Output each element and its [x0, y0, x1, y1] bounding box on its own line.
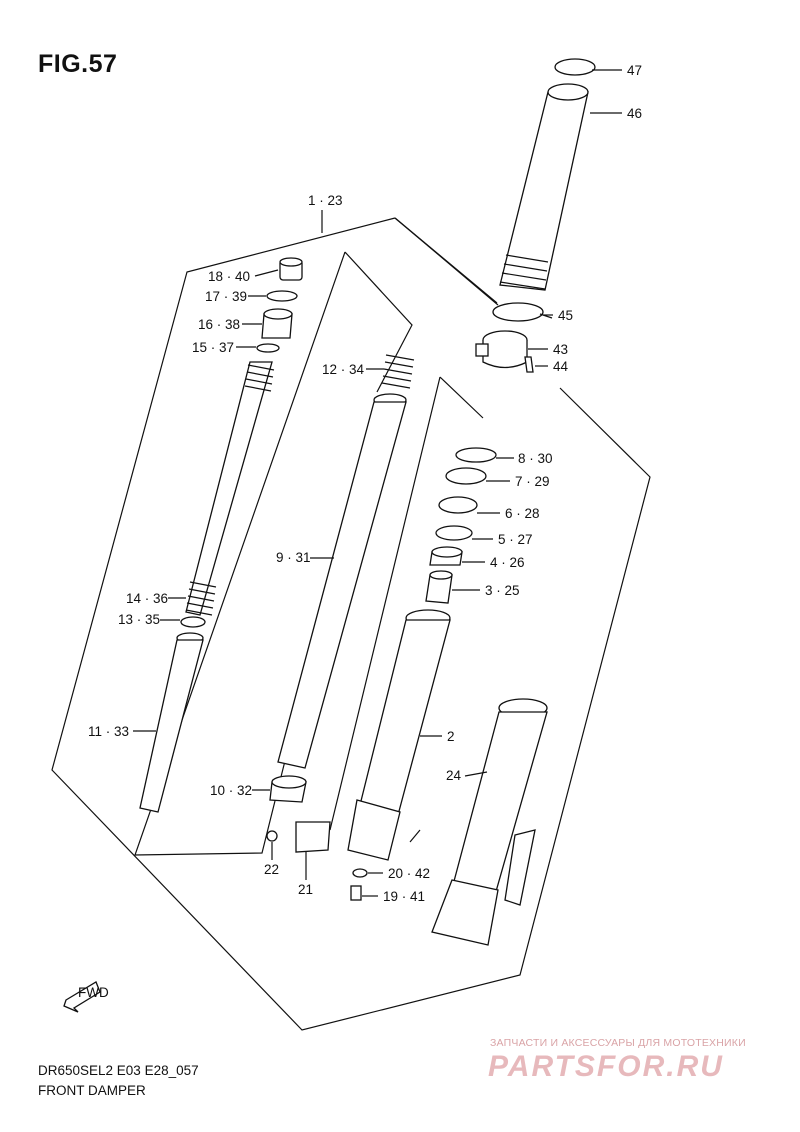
- callout-c24: 24: [446, 768, 462, 783]
- ring-part-8: [455, 447, 497, 463]
- callout-c12_34: 12 · 34: [322, 362, 365, 377]
- fork-part-43: [475, 330, 528, 369]
- watermark-tagline: ЗАПЧАСТИ И АКСЕССУАРЫ ДЛЯ МОТОТЕХНИКИ: [490, 1037, 746, 1049]
- callout-c45: 45: [558, 308, 573, 323]
- callout-c3_25: 3 · 25: [485, 583, 520, 598]
- callout-c17_39: 17 · 39: [205, 289, 247, 304]
- seal-part-6: [438, 496, 478, 514]
- ring-part-17: [266, 290, 298, 302]
- seal-part-7: [445, 467, 487, 485]
- callout-c2: 2: [447, 729, 455, 744]
- fwd-arrow-icon: FWD: [63, 981, 109, 1013]
- callout-c10_32: 10 · 32: [210, 783, 252, 798]
- washer-part-5: [435, 525, 473, 541]
- callout-c1_23: 1 · 23: [308, 193, 343, 208]
- collar-part-10: [269, 775, 307, 803]
- leader-lines: [133, 69, 622, 897]
- cap-part-18: [279, 257, 303, 281]
- callout-c5_27: 5 · 27: [498, 532, 533, 547]
- damper-rod: [185, 361, 275, 616]
- callout-labels: 47 46 1 · 23 18 · 40 17 · 39 16 · 38 15 · 37 12…: [88, 63, 642, 904]
- fitting-part-21: [295, 821, 331, 853]
- callout-c20_42: 20 · 42: [388, 866, 430, 881]
- leader-line-c24: [464, 771, 488, 777]
- outer-tube-part-2: [347, 609, 451, 861]
- pipe-part-11: [139, 632, 204, 813]
- callout-c14_36: 14 · 36: [126, 591, 168, 606]
- figure-title: FIG.57: [38, 50, 118, 78]
- callout-c8_30: 8 · 30: [518, 451, 553, 466]
- callout-c21: 21: [298, 882, 313, 897]
- outer-tube-part-24: [431, 698, 548, 946]
- watermark-logo: PARTSFOR.RU: [488, 1050, 724, 1083]
- assembly-frame-outline: [51, 217, 651, 1031]
- callout-c46: 46: [627, 106, 642, 121]
- sleeve-part-16: [261, 308, 293, 339]
- callout-c9_31: 9 · 31: [276, 550, 311, 565]
- fwd-label: FWD: [78, 985, 109, 1000]
- washer-part-13: [180, 616, 206, 628]
- callout-c16_38: 16 · 38: [198, 317, 240, 332]
- callout-c7_29: 7 · 29: [515, 474, 550, 489]
- figure-name: FRONT DAMPER: [38, 1083, 146, 1098]
- inner-tube-part-9: [277, 393, 407, 769]
- callout-c18_40: 18 · 40: [208, 269, 250, 284]
- callout-c11_33: 11 · 33: [88, 724, 129, 739]
- spring-part-14: [185, 581, 217, 616]
- clamp-part-45: [492, 302, 553, 322]
- callout-c47: 47: [627, 63, 642, 78]
- callout-c6_28: 6 · 28: [505, 506, 540, 521]
- bushing-part-3: [425, 570, 453, 604]
- callout-c15_37: 15 · 37: [192, 340, 234, 355]
- callout-c19_41: 19 · 41: [383, 889, 425, 904]
- nut-part-22: [266, 830, 278, 842]
- callout-c13_35: 13 · 35: [118, 612, 160, 627]
- model-code: DR650SEL2 E03 E28_057: [38, 1063, 199, 1078]
- bushing-part-4: [429, 546, 463, 566]
- callout-c43: 43: [553, 342, 568, 357]
- callout-c22: 22: [264, 862, 279, 877]
- dust-boot-part-46: [499, 58, 596, 291]
- callout-c44: 44: [553, 359, 569, 374]
- callout-c4_26: 4 · 26: [490, 555, 525, 570]
- washer-part-20: [352, 868, 368, 878]
- bolt-part-19: [350, 885, 362, 901]
- bolt-part-44: [524, 356, 534, 373]
- leader-line-c18_40: [254, 269, 279, 277]
- inner-frame-cylinder: [329, 376, 484, 843]
- washer-part-15: [256, 343, 280, 353]
- spring-part-12: [381, 354, 415, 389]
